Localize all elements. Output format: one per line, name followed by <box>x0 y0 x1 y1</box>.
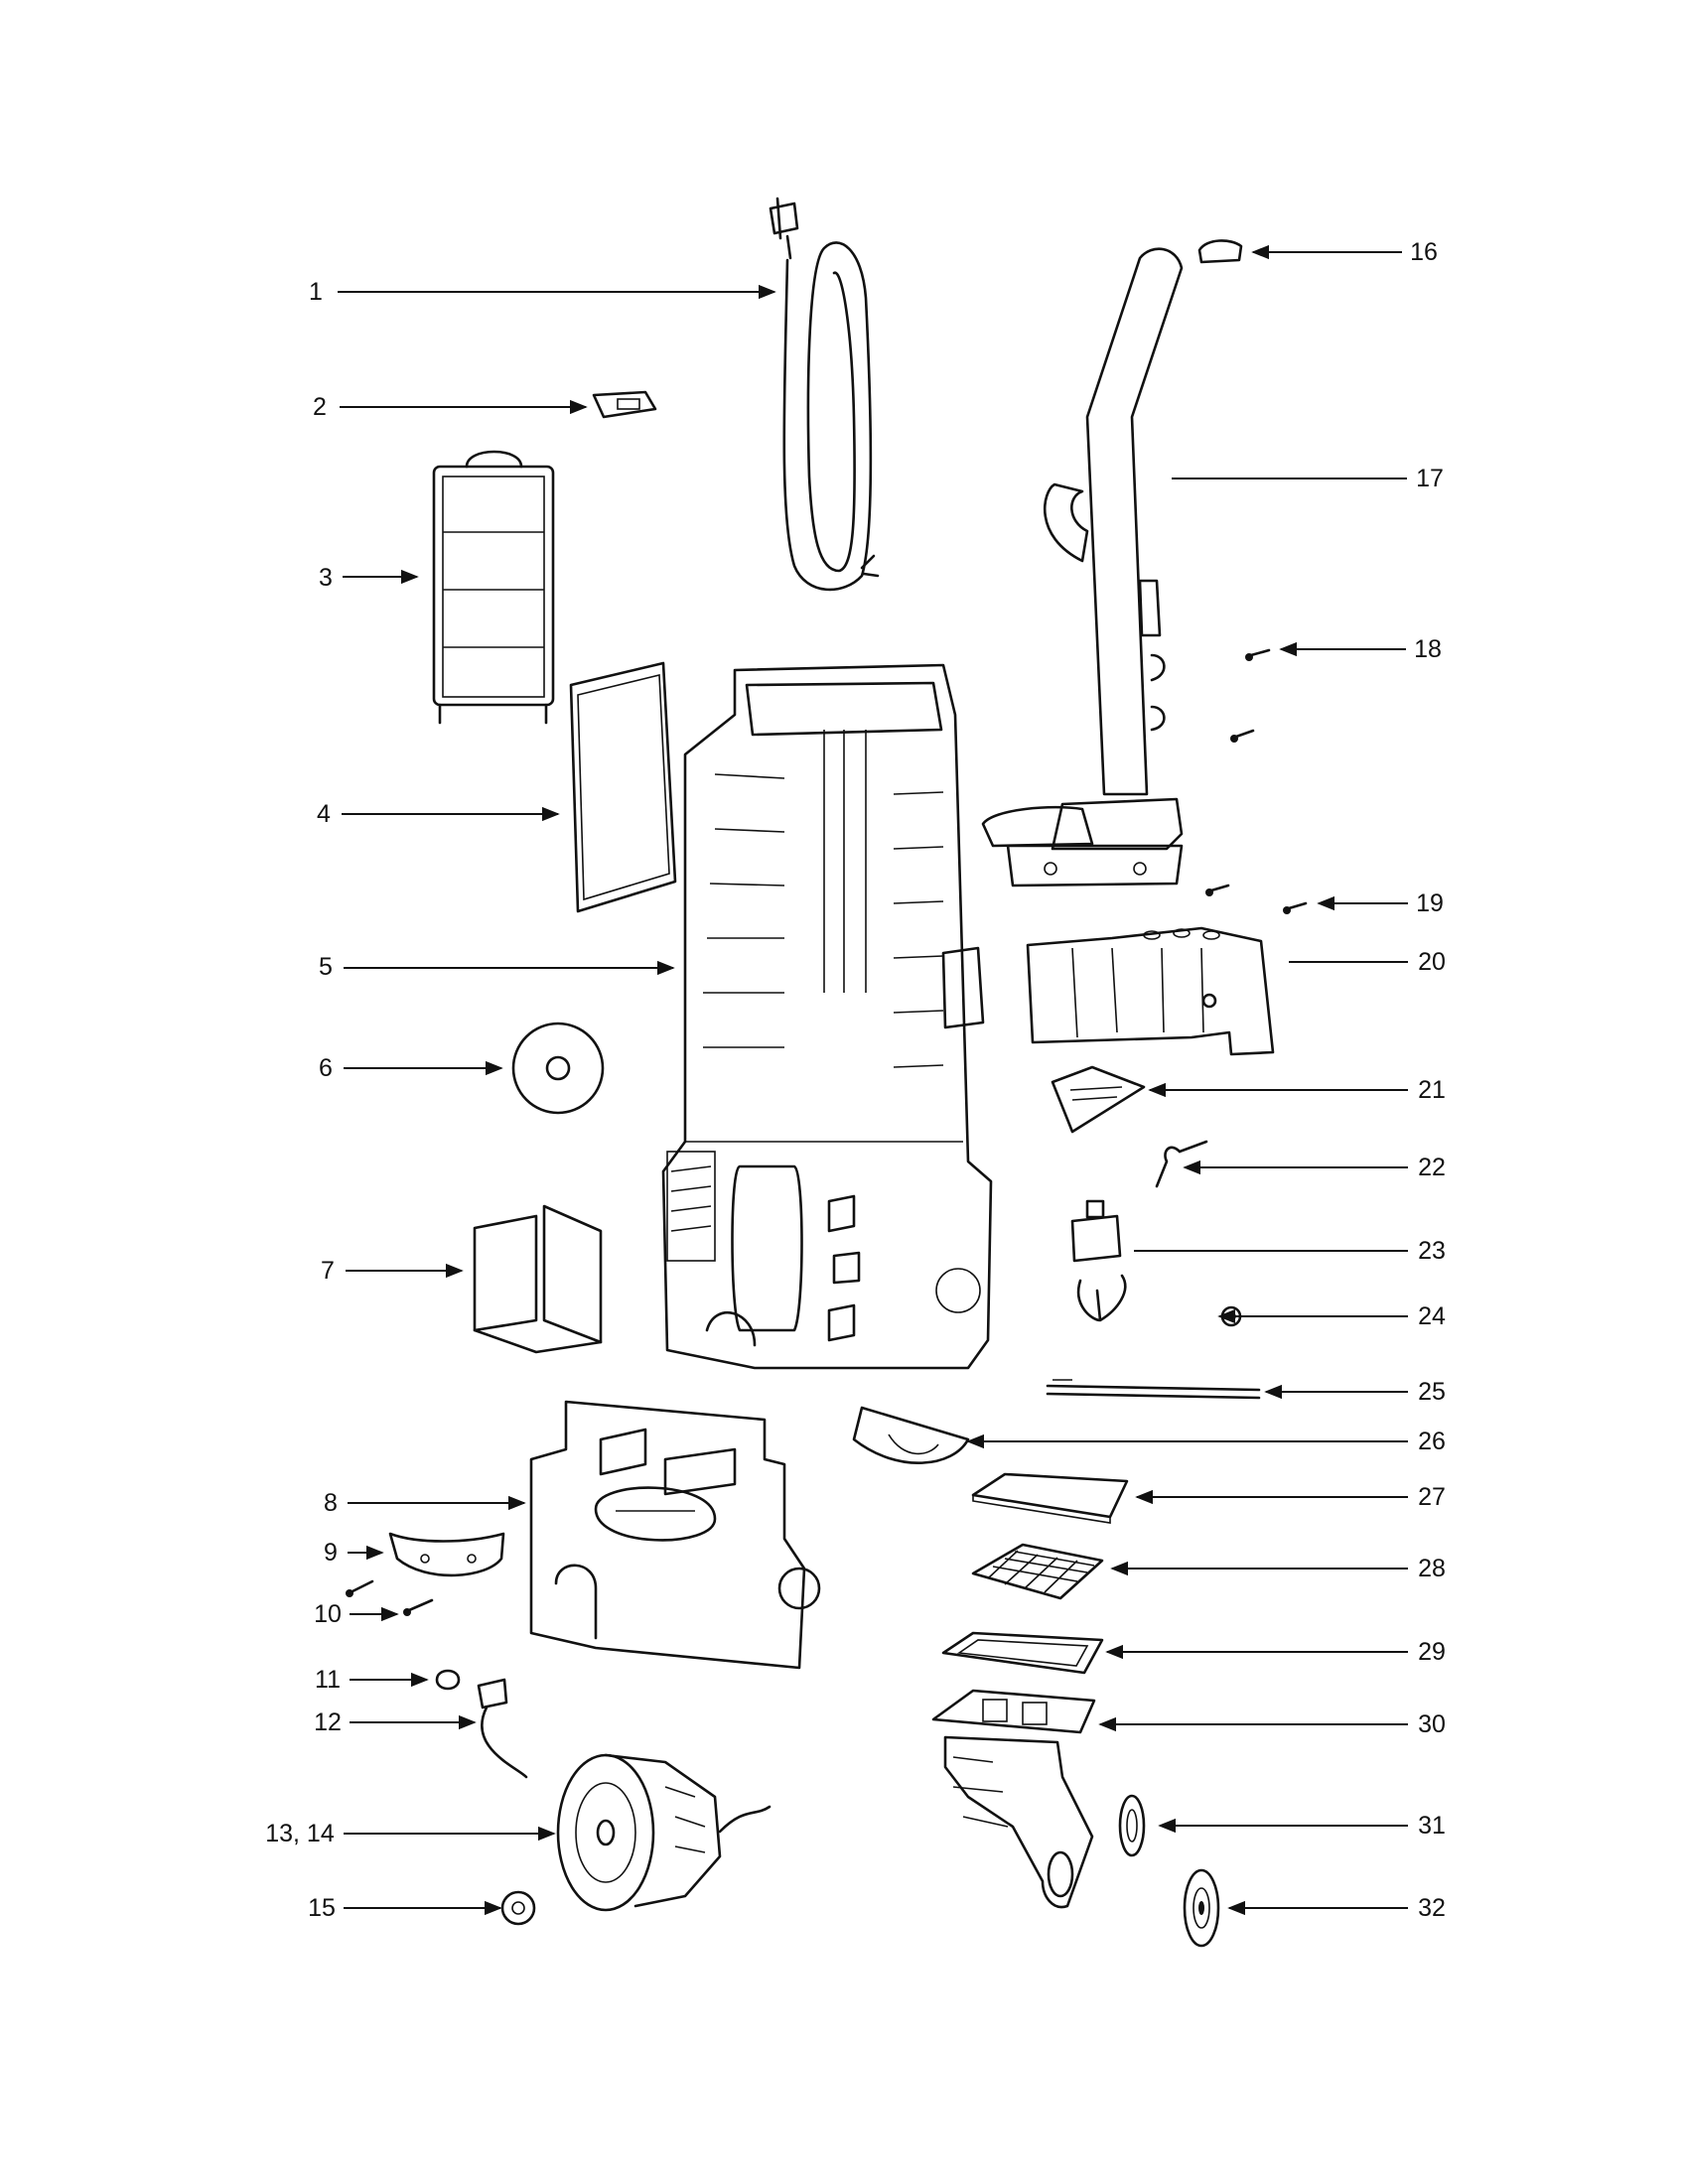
part-curved-shield <box>852 1406 970 1464</box>
callout-19: 19 <box>1317 889 1444 917</box>
callout-2: 2 <box>313 393 588 421</box>
callout-number: 22 <box>1418 1154 1446 1181</box>
callout-number: 12 <box>314 1708 342 1736</box>
part-wheel <box>1183 1868 1220 1948</box>
callout-7: 7 <box>321 1257 464 1285</box>
part-handle-tip <box>1197 239 1243 264</box>
part-spring-wire <box>1155 1140 1208 1188</box>
part-bulb <box>435 1669 461 1691</box>
part-pedal <box>1051 1065 1146 1134</box>
callout-number: 28 <box>1418 1555 1446 1582</box>
callout-number: 23 <box>1418 1237 1446 1265</box>
callout-number: 30 <box>1418 1710 1446 1738</box>
part-lower-housing <box>529 1400 821 1670</box>
part-frame <box>941 1631 1104 1675</box>
callout-13-14: 13, 14 <box>265 1820 556 1847</box>
part-filter-panel <box>569 661 677 913</box>
callout-1: 1 <box>309 278 776 306</box>
part-bracket <box>473 1204 603 1354</box>
callout-24: 24 <box>1217 1302 1446 1330</box>
callout-32: 32 <box>1227 1894 1446 1922</box>
callout-number: 10 <box>314 1600 342 1628</box>
callout-number: 7 <box>321 1257 335 1285</box>
part-tray <box>971 1472 1129 1524</box>
callout-20: 20 <box>1289 948 1446 976</box>
part-screws-left <box>346 1579 434 1616</box>
part-handle <box>981 247 1184 887</box>
callout-26: 26 <box>966 1428 1446 1455</box>
callout-27: 27 <box>1135 1483 1446 1511</box>
callout-number: 32 <box>1418 1894 1446 1922</box>
callout-number: 17 <box>1416 465 1444 492</box>
callout-number: 25 <box>1418 1378 1446 1406</box>
part-screws-lower <box>1205 884 1308 914</box>
part-socket <box>477 1678 528 1779</box>
callout-22: 22 <box>1183 1154 1446 1181</box>
callout-number: 8 <box>324 1489 338 1517</box>
callout-5: 5 <box>319 953 675 981</box>
callout-16: 16 <box>1251 238 1438 266</box>
callout-number: 16 <box>1410 238 1438 266</box>
callout-number: 29 <box>1418 1638 1446 1666</box>
callout-number: 3 <box>319 564 333 592</box>
callout-11: 11 <box>315 1666 429 1694</box>
callout-number: 19 <box>1416 889 1444 917</box>
callout-number: 1 <box>309 278 323 306</box>
callout-15: 15 <box>308 1894 502 1922</box>
callout-number: 13, 14 <box>265 1820 335 1847</box>
callout-4: 4 <box>317 800 560 828</box>
callout-9: 9 <box>324 1539 384 1567</box>
callout-number: 27 <box>1418 1483 1446 1511</box>
part-power-cord <box>769 197 880 592</box>
callout-number: 21 <box>1418 1076 1446 1104</box>
callout-6: 6 <box>319 1054 503 1082</box>
callout-25: 25 <box>1264 1378 1446 1406</box>
part-bearing-small <box>1118 1794 1146 1857</box>
callout-28: 28 <box>1110 1555 1446 1582</box>
part-motor <box>556 1753 772 1912</box>
callout-29: 29 <box>1105 1638 1446 1666</box>
part-screws-upper <box>1230 648 1271 743</box>
part-curved-cover <box>388 1532 505 1577</box>
callout-30: 30 <box>1098 1710 1446 1738</box>
callout-8: 8 <box>324 1489 526 1517</box>
callout-number: 9 <box>324 1539 338 1567</box>
part-handle-bracket <box>1026 926 1275 1056</box>
part-nozzle-base <box>931 1689 1096 1909</box>
callout-number: 24 <box>1418 1302 1446 1330</box>
callout-number: 20 <box>1418 948 1446 976</box>
part-small-fan <box>500 1890 536 1926</box>
part-main-body <box>661 663 993 1370</box>
part-screen <box>971 1543 1104 1600</box>
callout-number: 18 <box>1414 635 1442 663</box>
part-filter-door <box>432 450 555 725</box>
callout-23: 23 <box>1134 1237 1446 1265</box>
callout-10: 10 <box>314 1600 399 1628</box>
callout-3: 3 <box>319 564 419 592</box>
callout-17: 17 <box>1172 465 1444 492</box>
callout-18: 18 <box>1279 635 1442 663</box>
callout-number: 26 <box>1418 1428 1446 1455</box>
callout-number: 31 <box>1418 1812 1446 1840</box>
part-axle-rod <box>1046 1379 1261 1400</box>
callout-number: 4 <box>317 800 331 828</box>
callout-number: 6 <box>319 1054 333 1082</box>
part-switch <box>1070 1199 1127 1322</box>
part-clip <box>592 390 657 419</box>
callout-number: 15 <box>308 1894 336 1922</box>
callout-number: 5 <box>319 953 333 981</box>
part-nut <box>1220 1305 1242 1327</box>
part-disc <box>511 1022 605 1115</box>
callout-21: 21 <box>1148 1076 1446 1104</box>
callout-31: 31 <box>1158 1812 1446 1840</box>
callout-number: 11 <box>315 1666 341 1694</box>
callout-number: 2 <box>313 393 327 421</box>
callout-12: 12 <box>314 1708 477 1736</box>
